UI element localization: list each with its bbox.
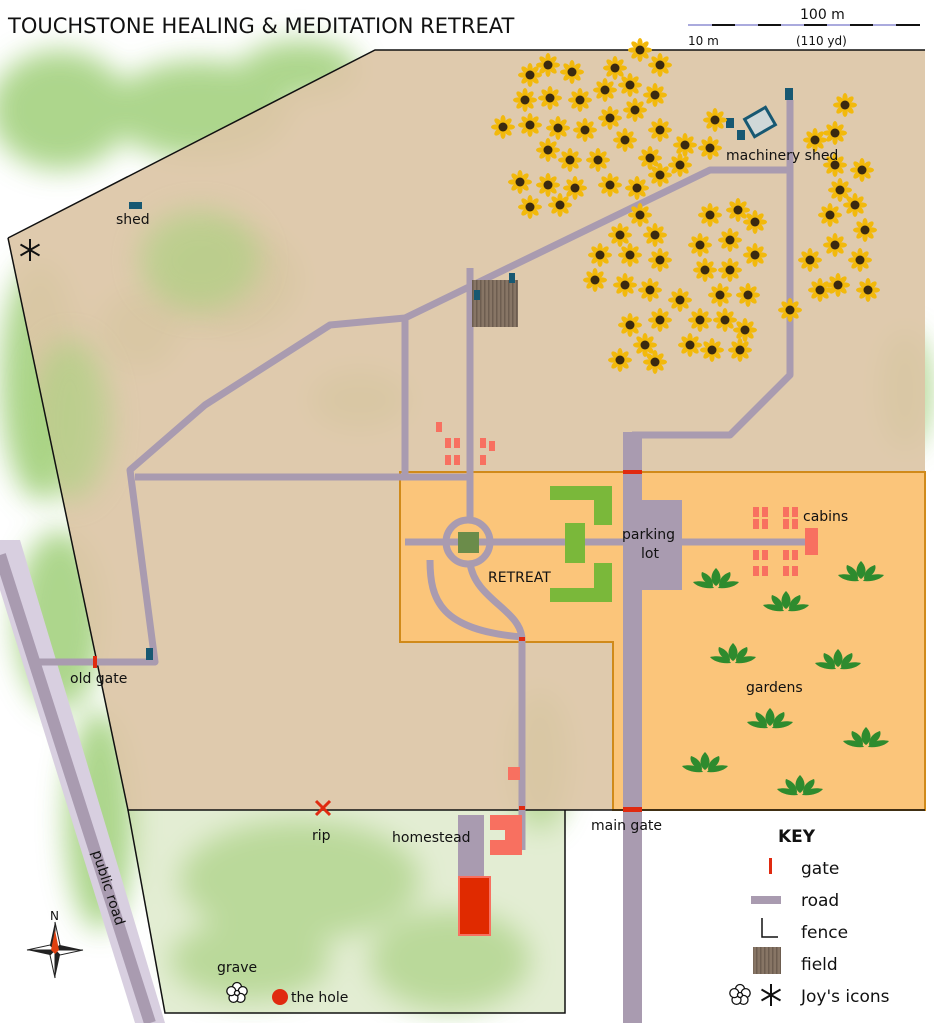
label-shed: shed — [116, 212, 150, 228]
cabin — [762, 519, 768, 529]
map-key: KEY gate road fence field Joy's icons — [729, 827, 890, 1007]
field — [472, 280, 518, 327]
cabin — [436, 422, 442, 432]
gates — [93, 470, 642, 812]
cabin — [753, 507, 759, 517]
cabin — [489, 441, 495, 451]
fence — [7, 49, 925, 1014]
key-field-label: field — [801, 955, 838, 975]
key-title: KEY — [778, 827, 816, 847]
label-old-gate: old gate — [70, 671, 127, 687]
the-hole-marker — [272, 989, 288, 1005]
compass-rose-icon: N — [26, 909, 84, 979]
label-homestead: homestead — [392, 830, 471, 846]
cabin — [783, 566, 789, 576]
cabin — [753, 566, 759, 576]
cabins — [436, 422, 818, 576]
label-grave: grave — [217, 960, 257, 976]
key-joys-icons-label: Joy's icons — [800, 987, 890, 1007]
vegetation-inner — [30, 210, 260, 500]
label-rip: rip — [312, 828, 331, 844]
homestead-house — [458, 876, 491, 936]
scale-bar: 100 m 10 m (110 yd) — [688, 7, 920, 48]
map-title: TOUCHSTONE HEALING & MEDITATION RETREAT — [7, 14, 514, 38]
scale-imperial: (110 yd) — [796, 34, 847, 48]
key-road-icon — [751, 896, 781, 904]
cabin — [762, 550, 768, 560]
rip-marker-icon — [314, 799, 332, 817]
cabin — [480, 438, 486, 448]
scale-major: 100 m — [800, 7, 845, 23]
key-fence-icon — [761, 918, 778, 938]
cabin — [783, 507, 789, 517]
label-the-hole: the hole — [291, 990, 348, 1006]
cabin — [445, 438, 451, 448]
retreat-centre — [458, 532, 479, 553]
cabin — [762, 566, 768, 576]
parking-lot — [640, 500, 682, 590]
main-road — [623, 432, 642, 1023]
key-snowflake-icon — [760, 984, 782, 1006]
label-parking-1: parking — [622, 527, 675, 543]
label-machinery-shed: machinery shed — [726, 148, 838, 164]
retreat-buildings — [550, 486, 612, 602]
cabin — [783, 550, 789, 560]
homestead-drive — [458, 815, 484, 880]
key-gate-icon — [769, 858, 772, 874]
label-gardens: gardens — [746, 680, 803, 696]
cabin-large — [805, 528, 818, 555]
sheds — [129, 88, 793, 660]
compass-north-label: N — [50, 909, 59, 923]
label-cabins: cabins — [803, 509, 848, 525]
cabin — [762, 507, 768, 517]
cabin — [783, 519, 789, 529]
cabin — [753, 519, 759, 529]
key-field-icon — [753, 947, 781, 974]
label-parking-2: lot — [641, 546, 659, 562]
cabin — [454, 455, 460, 465]
scale-minor: 10 m — [688, 34, 719, 48]
key-fence-label: fence — [801, 923, 848, 943]
cabin — [792, 519, 798, 529]
homestead-building — [490, 815, 522, 855]
cabin — [753, 550, 759, 560]
cabin — [792, 507, 798, 517]
key-flower-icon — [729, 983, 751, 1006]
label-main-gate: main gate — [591, 818, 662, 834]
cabin — [792, 566, 798, 576]
key-gate-label: gate — [801, 859, 839, 879]
lower-section — [128, 810, 565, 1013]
key-road-label: road — [801, 891, 839, 911]
cabin — [792, 550, 798, 560]
cabin — [480, 455, 486, 465]
cabin — [454, 438, 460, 448]
label-retreat: RETREAT — [488, 570, 551, 586]
cabin — [445, 455, 451, 465]
snowflake-icon — [19, 239, 41, 261]
homestead-outbuilding — [508, 767, 520, 780]
machinery-shed — [742, 105, 778, 139]
